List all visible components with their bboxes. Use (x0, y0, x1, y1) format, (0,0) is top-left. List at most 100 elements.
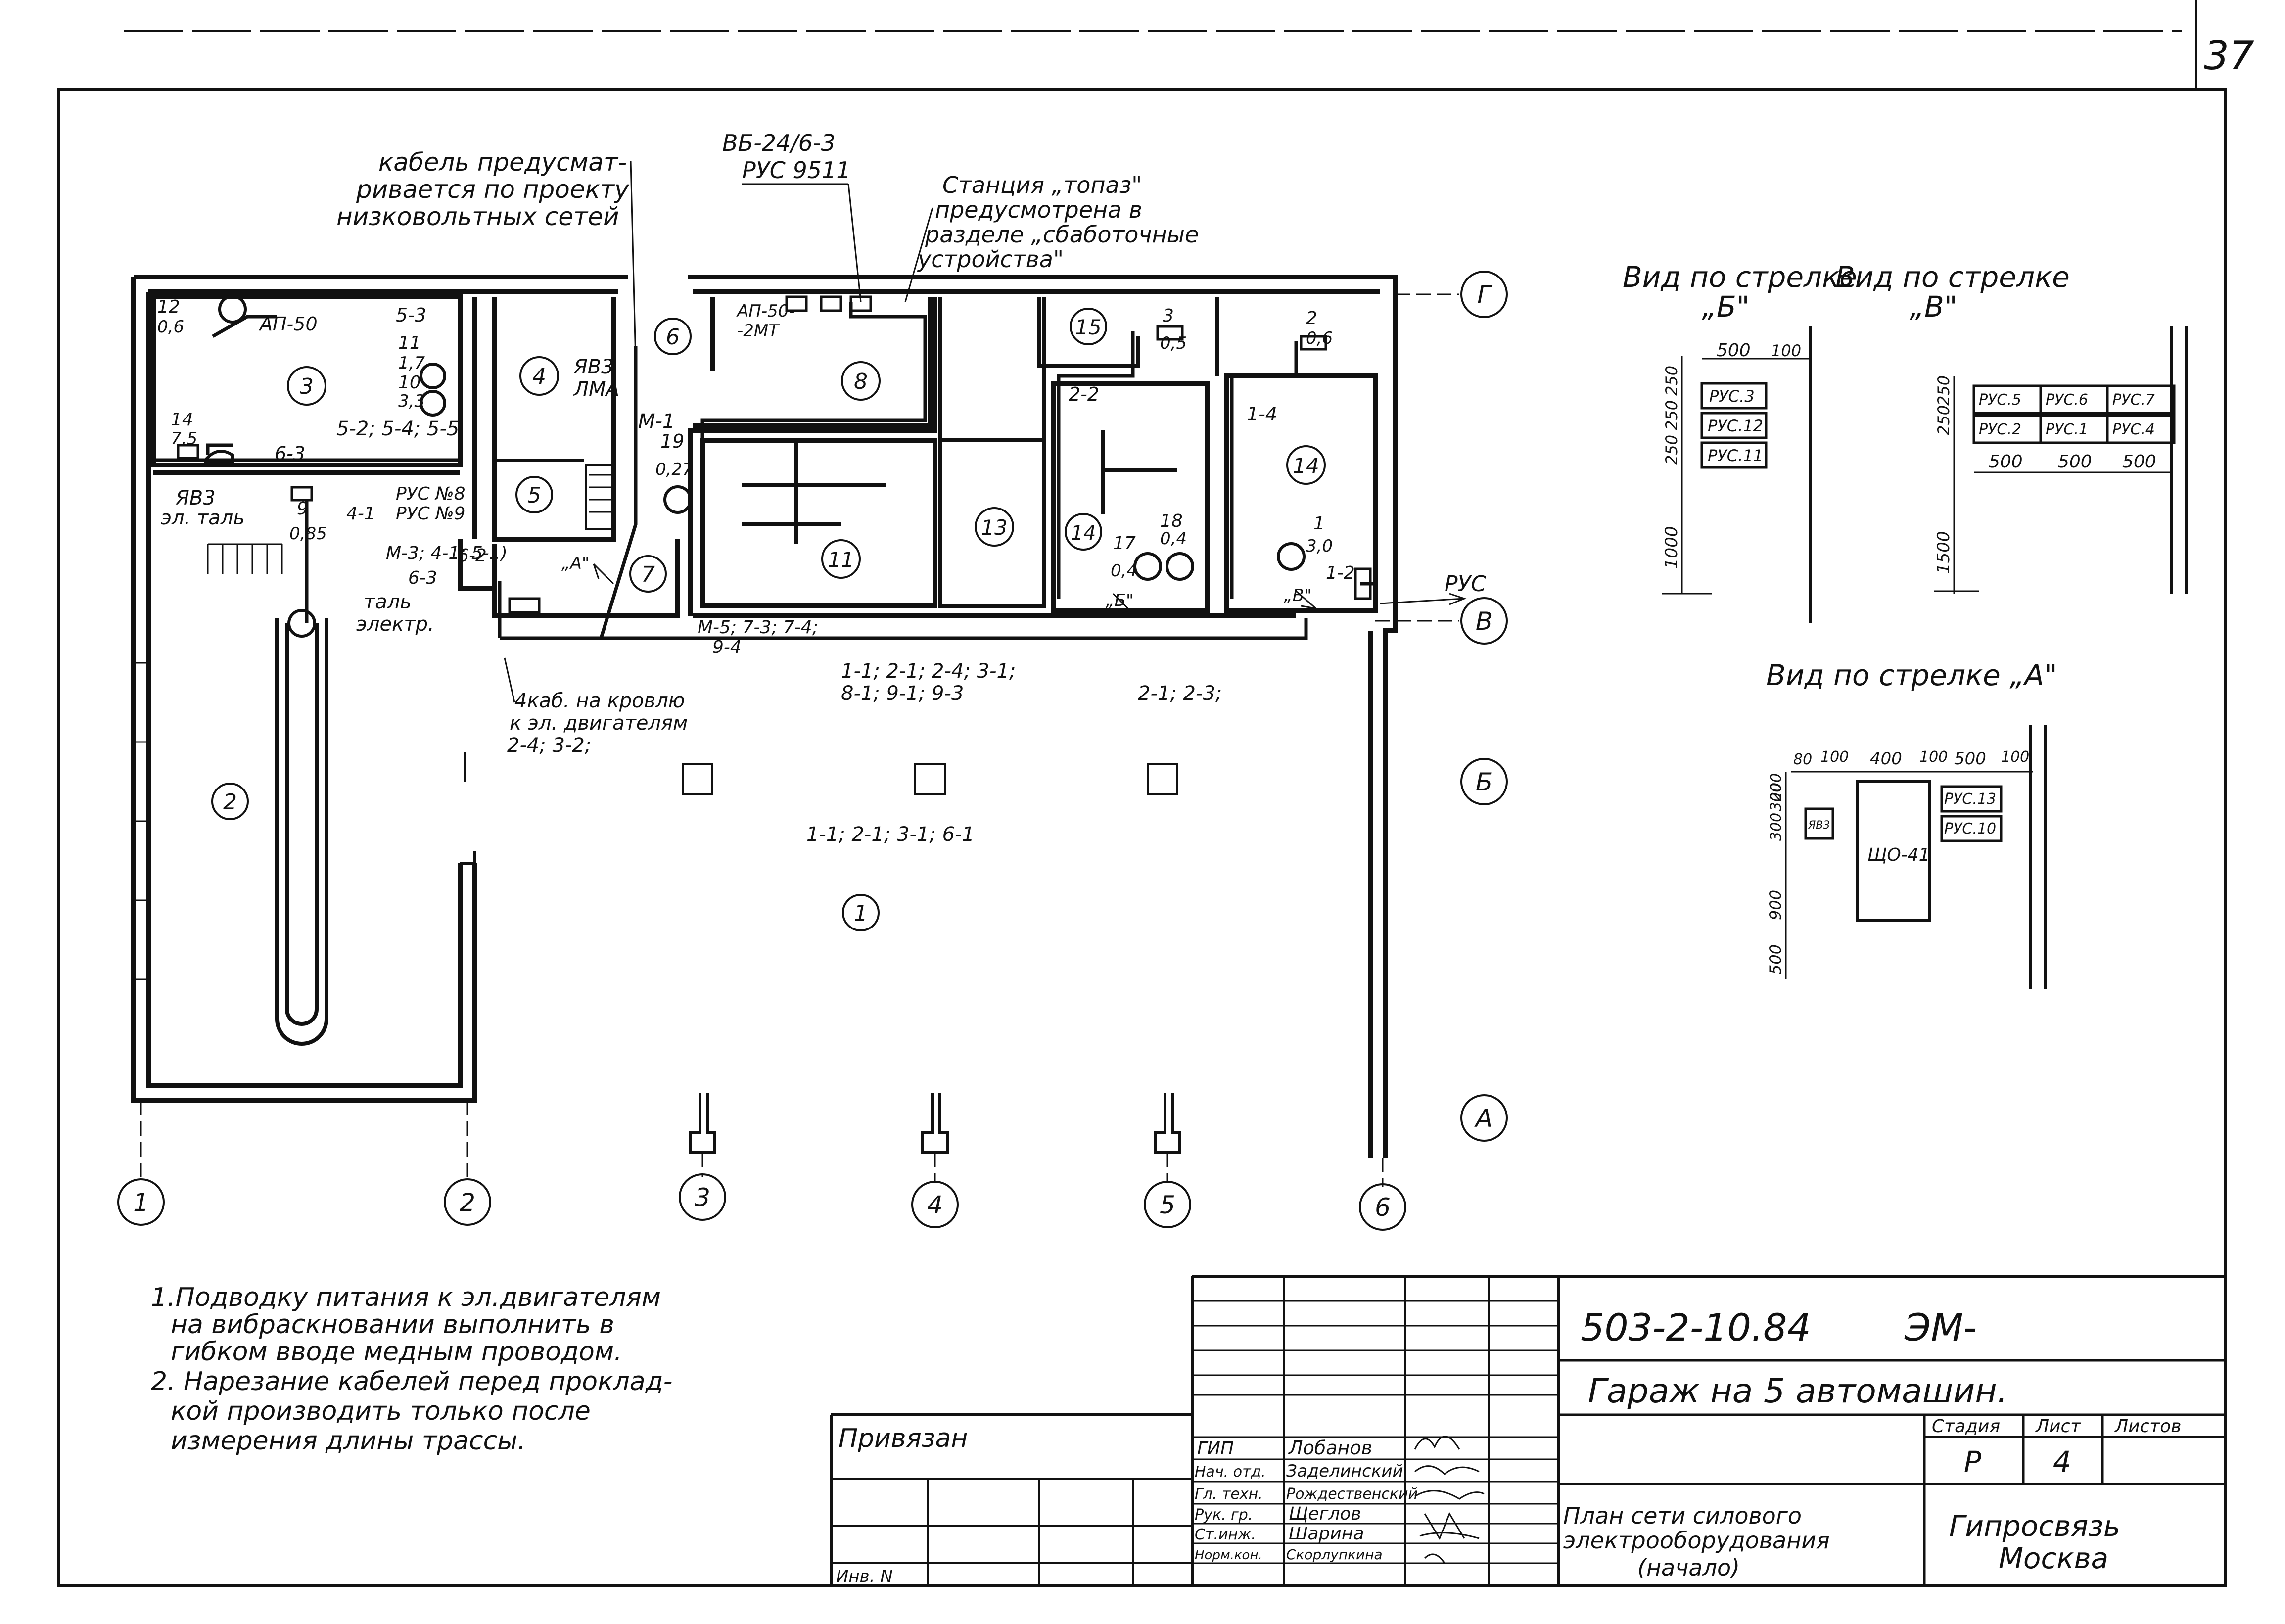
axis-a-label: А (1474, 1104, 1492, 1133)
label-rus9: РУС №9 (396, 504, 466, 524)
motor-label-14-n: 14 (171, 410, 193, 430)
view-a-rus10 (1940, 815, 2003, 842)
name-sr-eng: Шарина (1289, 1524, 1364, 1544)
label-5-2: 5-2; 5-4; 5-5 (336, 418, 459, 440)
label-m5: М-5; 7-3; 7-4; (698, 617, 818, 638)
label-lma: ЛМА (573, 378, 619, 401)
room-11-wall (688, 297, 937, 616)
window-marks (134, 662, 148, 980)
motor-label-12-p: 0,6 (157, 317, 184, 337)
room-8-number: 8 (854, 369, 868, 394)
room-14a-circle (1065, 513, 1102, 551)
room-14b-number: 14 (1293, 454, 1319, 478)
motor-label-11-p: 1,7 (398, 353, 425, 373)
view-v-panel-4-label: РУС.4 (2112, 421, 2155, 438)
room-4-circle (519, 356, 559, 396)
room-2-number: 2 (223, 789, 237, 815)
stamp-columns (1283, 1276, 1490, 1585)
motor-14 (204, 450, 234, 464)
axis-2-label: 2 (460, 1188, 475, 1217)
outer-wall (131, 275, 1398, 1158)
view-a-dim-400: 400 (1870, 749, 1902, 769)
room-3-number: 3 (300, 374, 314, 399)
label-corridor-b: 2-1; 2-3; (1138, 682, 1222, 705)
note-line-2: на вибраскновании выполнить в (171, 1310, 614, 1340)
name-gip: Лобанов (1288, 1437, 1372, 1459)
panel-box-g (508, 597, 541, 614)
motor-11 (420, 363, 446, 389)
binding-label: Привязан (839, 1424, 968, 1453)
view-a-dim-100b: 100 (1919, 748, 1948, 766)
room-14a-partitions (1101, 430, 1177, 514)
role-group-lead: Рук. гр. (1195, 1506, 1253, 1524)
view-a-dim-200: 200 (1768, 773, 1785, 801)
cable-room14 (1230, 341, 1298, 599)
name-norm: Скорлупкина (1286, 1546, 1383, 1563)
panel-box-a (785, 295, 808, 312)
note-line-3: гибком вводе медным проводом. (171, 1337, 622, 1367)
view-b-panel-2-label: РУС.12 (1708, 417, 1763, 435)
room-7-number: 7 (641, 562, 655, 587)
axis-v-label: В (1476, 607, 1492, 636)
motor-9 (287, 609, 316, 638)
pillar-base-4 (921, 1093, 949, 1154)
room-2-circle (211, 783, 249, 820)
room-11-partitions (742, 440, 886, 544)
drawing-title-3: (начало) (1637, 1554, 1740, 1581)
object-name: Гараж на 5 автомашин. (1588, 1372, 2007, 1411)
axis-1-circle (117, 1178, 165, 1226)
motor-label-9-p: 0,85 (289, 524, 327, 544)
view-b-panel-2 (1700, 412, 1768, 439)
roof-callout-3: 2-4; 3-2; (507, 734, 591, 757)
hoist-yav3: ЯВ3 (175, 487, 216, 510)
panel-box-h (177, 444, 199, 460)
motor-label-19-n: 19 (660, 430, 684, 452)
role-norm: Норм.кон. (1195, 1548, 1262, 1563)
panel-box-c (849, 295, 872, 312)
notes: 1.Подводку питания к эл.двигателям на ви… (151, 1283, 672, 1456)
stage-header: Стадия (1932, 1416, 2000, 1437)
view-a-title: Вид по стрелке „А" (1766, 658, 2057, 692)
column-4 (914, 763, 946, 795)
label-hall-lines: 1-1; 2-1; 3-1; 6-1 (806, 823, 975, 846)
panel-box-e (1300, 335, 1327, 351)
room-7-wall (492, 539, 680, 618)
label-9-4: 9-4 (712, 637, 742, 657)
station-leader (904, 207, 933, 302)
signatures (1414, 1436, 1485, 1564)
room-13-circle (975, 507, 1014, 547)
supply-leader (847, 184, 862, 302)
view-v-panel-7 (2106, 384, 2176, 415)
view-v-panel-4 (2106, 414, 2176, 444)
floor-plan (131, 275, 1398, 1158)
room-1-circle (842, 894, 880, 931)
view-a-dim-100a: 100 (1820, 748, 1849, 766)
ladder (207, 543, 283, 574)
room-6-circle (654, 318, 692, 355)
motor-label-17-n: 17 (1113, 533, 1136, 554)
room-8-wall (693, 297, 933, 428)
binding-grid (831, 1478, 1192, 1585)
view-a-shcho41 (1856, 780, 1931, 922)
room-1-number: 1 (854, 901, 868, 926)
label-view-b: „Б" (1106, 591, 1134, 610)
label-m1: М-1 (638, 410, 675, 433)
panel-box-d (1156, 325, 1184, 341)
roof-callout-1: 4каб. на кровлю (514, 690, 685, 712)
name-chief-tech: Рождественский (1286, 1485, 1418, 1503)
room-14a-number: 14 (1071, 522, 1096, 545)
column-3 (682, 763, 713, 795)
motor-label-1-p: 3,0 (1306, 536, 1333, 556)
view-b-panel-1-label: РУС.3 (1709, 387, 1755, 406)
supply-line-2: РУС 9511 (742, 157, 851, 184)
axis-b-label: Б (1476, 768, 1492, 796)
label-corridor-a2: 8-1; 9-1; 9-3 (841, 682, 964, 705)
cable-hoist (206, 443, 309, 623)
axis-3-label: 3 (695, 1183, 710, 1212)
roof-leader (504, 657, 515, 703)
label-ap50emt-1: АП-50- (736, 301, 795, 321)
room-13-wall (938, 297, 1046, 608)
view-b-dim-250a: 250 (1662, 400, 1681, 430)
view-a-dim-500v: 500 (1766, 944, 1785, 974)
